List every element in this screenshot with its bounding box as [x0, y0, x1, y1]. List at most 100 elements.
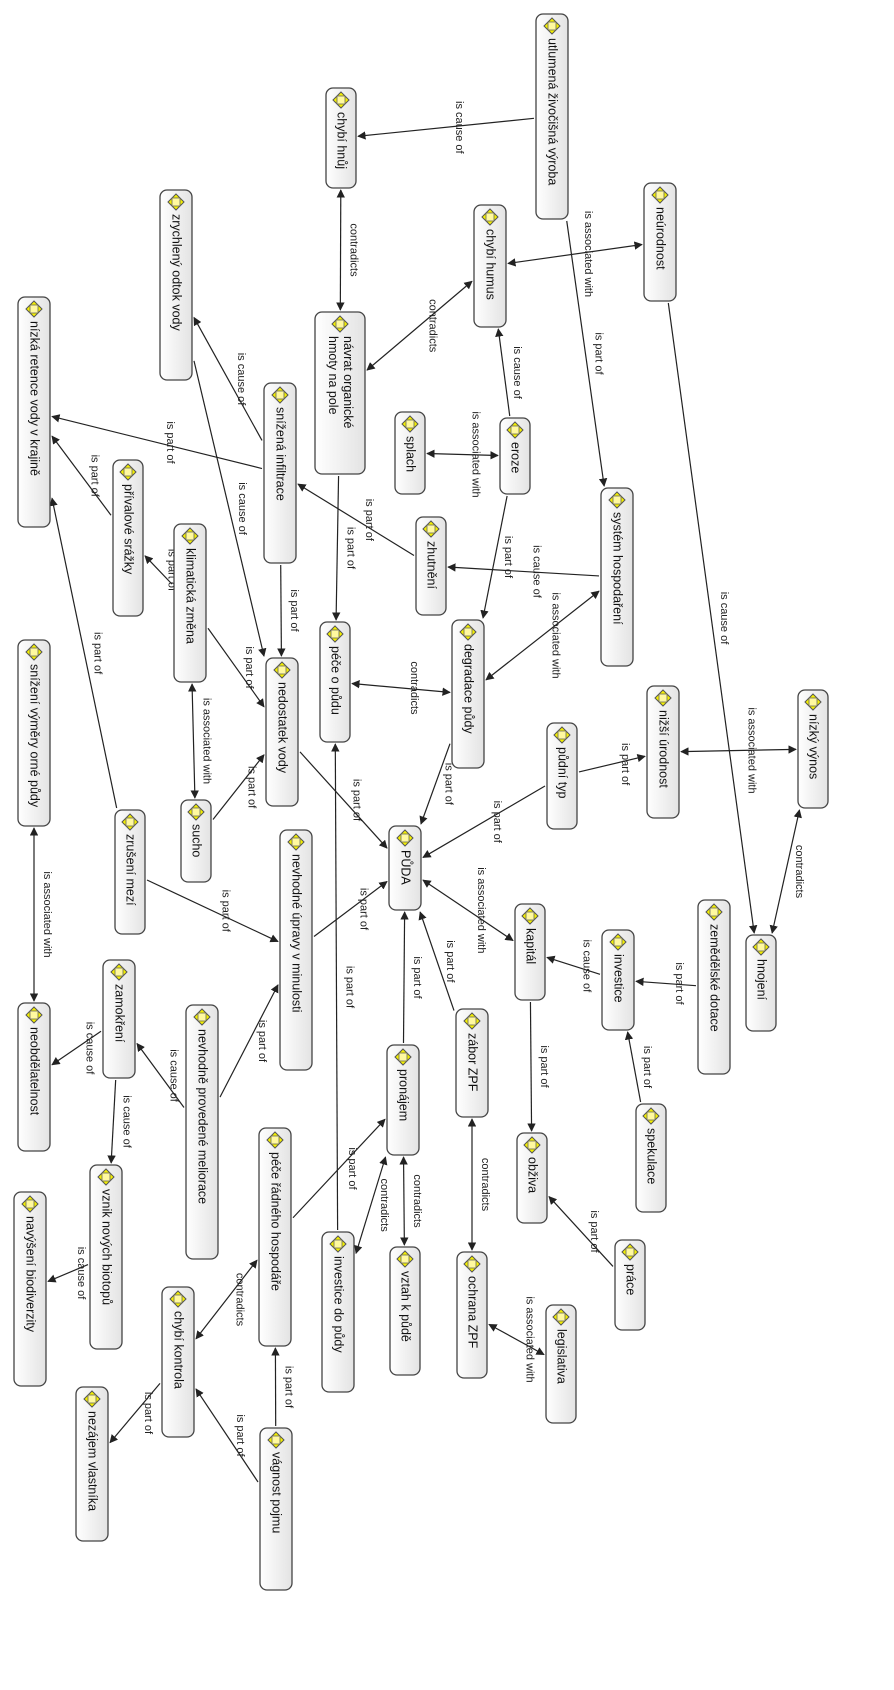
concept-node-zrychleny[interactable]: zrychlený odtok vody — [159, 189, 193, 381]
concept-icon — [422, 520, 440, 538]
node-label: klimatická změna — [184, 548, 198, 644]
concept-node-navyseni-bio[interactable]: navýšení biodiverzity — [13, 1191, 47, 1387]
node-box — [279, 829, 313, 1071]
relation-label: is associated with — [475, 867, 487, 953]
concept-node-zamokreni[interactable]: zamokření — [102, 959, 136, 1079]
concept-node-sucho[interactable]: sucho — [180, 799, 212, 883]
relation-label: is part of — [246, 766, 258, 809]
concept-node-puda[interactable]: PŮDA — [388, 825, 422, 911]
concept-node-snizeni-vymery[interactable]: snížení výměry orné půdy — [17, 639, 51, 827]
relation-line-is-associated-with — [426, 449, 499, 460]
node-label: vznik nových biotopů — [100, 1189, 114, 1305]
concept-node-utumena[interactable]: utlumená živočišná výroba — [535, 13, 569, 220]
concept-node-nizka-retence[interactable]: nízká retence vody v krajině — [17, 296, 51, 528]
node-label: sucho — [190, 824, 204, 857]
relation-label: contradicts — [411, 1174, 423, 1228]
concept-node-obziva[interactable]: obživa — [516, 1132, 548, 1224]
relation-line-is-part-of — [299, 751, 388, 849]
node-box — [514, 903, 546, 1001]
concept-node-nevhodne-upravy[interactable]: nevhodné úpravy v minulosti — [279, 829, 313, 1071]
concept-node-hnojeni[interactable]: hnojení — [745, 934, 777, 1032]
node-label: vztah k půdě — [399, 1271, 413, 1342]
concept-node-nizky-vynos[interactable]: nízký výnos — [797, 689, 829, 809]
concept-node-splach[interactable]: splach — [394, 411, 426, 495]
concept-icon — [25, 643, 43, 661]
concept-node-spekulace[interactable]: spekulace — [635, 1103, 667, 1213]
relation-label: is associated with — [470, 411, 482, 497]
concept-node-chybi-hnuj[interactable]: chybí hnůj — [325, 87, 357, 189]
concept-node-kapital[interactable]: kapitál — [514, 903, 546, 1001]
concept-node-zabor[interactable]: zábor ZPF — [455, 1008, 489, 1118]
relation-label: is cause of — [168, 1049, 180, 1103]
concept-node-pronajem[interactable]: pronájem — [386, 1044, 420, 1156]
relation-label: is cause of — [120, 1095, 132, 1149]
concept-node-chybi-humus[interactable]: chybí humus — [473, 204, 507, 328]
concept-icon — [552, 1308, 570, 1326]
concept-node-investice[interactable]: investice — [601, 929, 635, 1031]
node-box — [545, 1304, 577, 1424]
relation-label: is part of — [256, 1020, 268, 1063]
node-box — [697, 899, 731, 1075]
concept-node-eroze[interactable]: eroze — [499, 417, 531, 495]
concept-icon — [654, 689, 672, 707]
concept-node-nizsi-urodnost[interactable]: nižší úrodnost — [646, 685, 680, 819]
concept-icon — [25, 1006, 43, 1024]
concept-node-vagnost[interactable]: vágnost pojmu — [259, 1427, 293, 1591]
relation-label: is part of — [538, 1045, 550, 1088]
relation-line-is-part-of — [195, 1388, 259, 1483]
concept-node-system-hosp[interactable]: systém hospodaření — [600, 487, 634, 667]
concept-node-nezajem[interactable]: nezájem vlastníka — [75, 1386, 109, 1542]
concept-node-pece-o-pudu[interactable]: péče o půdu — [319, 621, 351, 743]
concept-node-pece-radneho[interactable]: péče řádného hospodáře — [258, 1127, 292, 1347]
concept-icon — [396, 1250, 414, 1268]
relation-label: is part of — [363, 499, 375, 542]
node-box — [635, 1103, 667, 1213]
node-label: nízká retence vody v krajině — [28, 321, 42, 476]
concept-node-zruseni-mezi[interactable]: zrušení mezí — [114, 809, 146, 935]
relation-line-is-part-of — [419, 743, 451, 825]
concept-node-nevhodne-meliorace[interactable]: nevhodně provedené meliorace — [185, 1004, 219, 1260]
concept-icon — [651, 186, 669, 204]
relation-label: contradicts — [378, 1179, 390, 1233]
relation-label: is part of — [358, 888, 370, 931]
node-box — [17, 639, 51, 827]
concept-node-degradace[interactable]: degradace půdy — [451, 619, 485, 769]
concept-node-vznik-biotopu[interactable]: vznik nových biotopů — [89, 1164, 123, 1350]
relation-label: is part of — [491, 801, 503, 844]
relation-label: is part of — [442, 763, 454, 806]
concept-node-neobdelatelnost[interactable]: neobdělatelnost — [17, 1002, 51, 1152]
relation-line-is-part-of — [219, 984, 279, 1098]
concept-node-ochrana[interactable]: ochrana ZPF — [456, 1251, 488, 1379]
concept-icon — [481, 208, 499, 226]
relation-line-is-associated-with — [488, 1323, 545, 1356]
concept-node-legislativa[interactable]: legislativa — [545, 1304, 577, 1424]
concept-node-zhutneni[interactable]: zhutnění — [415, 516, 447, 616]
concept-node-klimaticka[interactable]: klimatická změna — [173, 523, 207, 683]
node-box — [319, 621, 351, 743]
concept-icon — [459, 623, 477, 641]
node-box — [643, 182, 677, 302]
relation-line-is-cause-of — [546, 955, 601, 975]
concept-node-prace[interactable]: práce — [614, 1239, 646, 1331]
relation-label: is associated with — [41, 871, 53, 957]
concept-node-nedostatek[interactable]: nedostatek vody — [265, 657, 299, 807]
node-box — [89, 1164, 123, 1350]
node-box — [258, 1127, 292, 1347]
concept-node-privalove[interactable]: přívalové srážky — [112, 459, 144, 617]
concept-node-chybi-kontrola[interactable]: chybí kontrola — [161, 1286, 195, 1438]
relation-line-is-associated-with — [507, 241, 643, 267]
concept-node-vztah[interactable]: vztah k půdě — [389, 1246, 421, 1376]
node-box — [455, 1008, 489, 1118]
concept-node-investice-do-pudy[interactable]: investice do půdy — [321, 1231, 355, 1393]
concept-node-neurodnost[interactable]: neúrodnost — [643, 182, 677, 302]
relation-label: is part of — [344, 527, 356, 570]
concept-node-zemedelske-dotace[interactable]: zemědělské dotace — [697, 899, 731, 1075]
relation-line-is-part-of — [292, 1118, 386, 1219]
concept-node-snizena-inf[interactable]: snížená infiltrace — [263, 382, 297, 564]
concept-icon — [21, 1195, 39, 1213]
relation-line-contradicts — [366, 280, 473, 371]
concept-node-pudni-typ[interactable]: půdní typ — [546, 722, 578, 830]
node-box — [456, 1251, 488, 1379]
node-box — [601, 929, 635, 1031]
